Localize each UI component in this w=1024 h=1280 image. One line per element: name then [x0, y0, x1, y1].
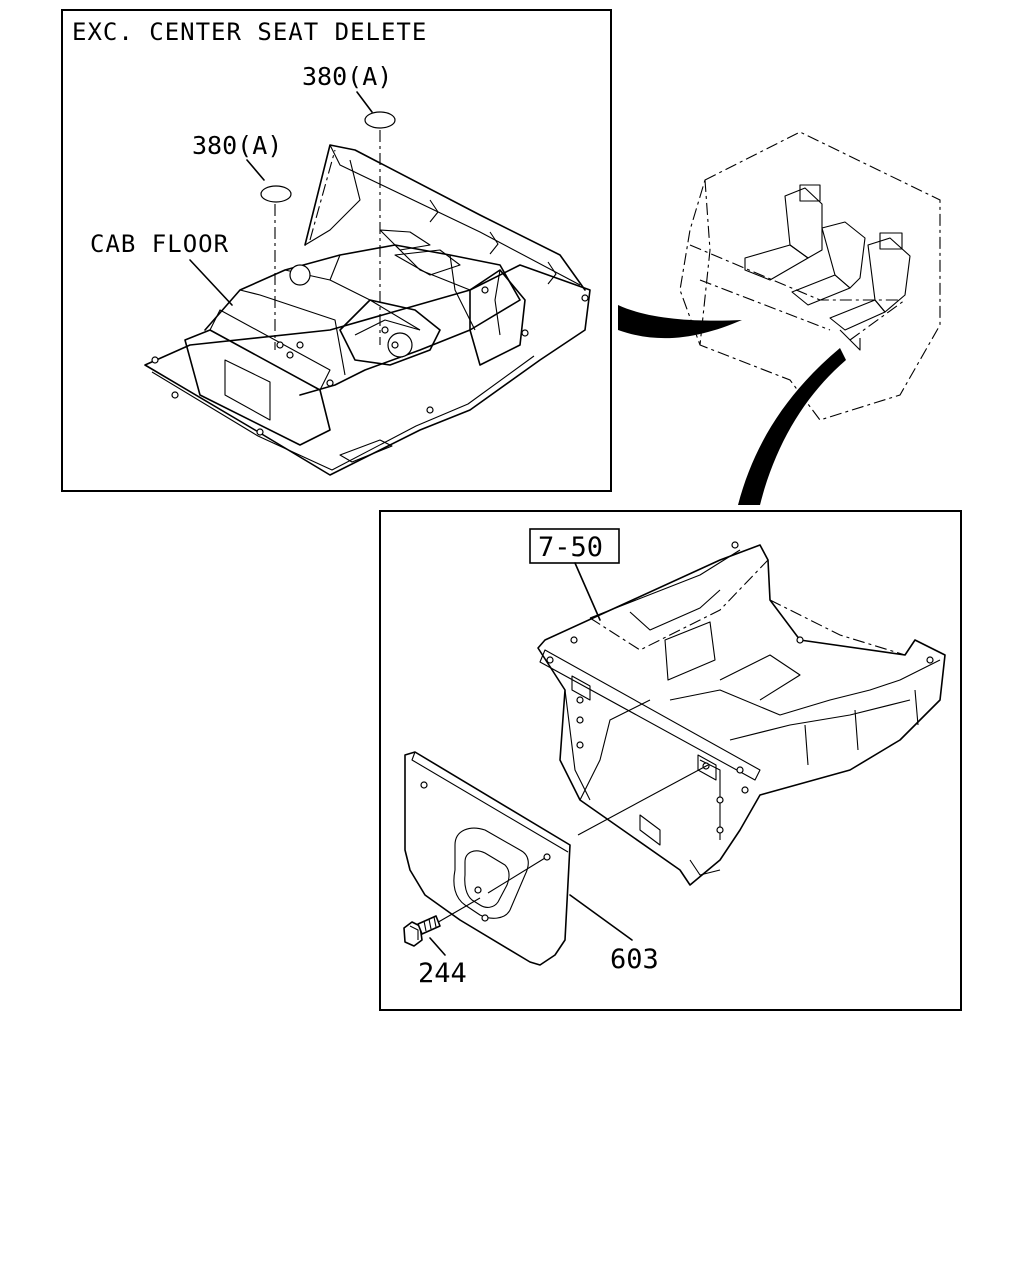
cab-context-view: [618, 131, 941, 505]
cab-floor-drawing: [144, 144, 591, 476]
part-label-244: 244: [418, 958, 467, 989]
bolt-244: [403, 915, 441, 947]
arrow-to-upper-panel: [618, 305, 742, 339]
plug-380a-right: [364, 111, 396, 129]
upper-panel: EXC. CENTER SEAT DELETE 380(A) 380(A) CA…: [61, 9, 612, 492]
lower-panel: 7-50 603 244: [379, 510, 962, 1011]
arrow-to-lower-panel: [738, 348, 846, 505]
upper-panel-frame: [61, 9, 612, 492]
upper-panel-title: EXC. CENTER SEAT DELETE: [72, 18, 427, 46]
part-label-603: 603: [610, 944, 659, 975]
lower-panel-frame: [379, 510, 962, 1011]
part-label-380a-left: 380(A): [192, 131, 282, 160]
cab-seats: [744, 184, 911, 351]
ref-label-7-50: 7-50: [538, 532, 603, 563]
bracket-plate-603: [404, 751, 571, 966]
cab-floor-label: CAB FLOOR: [90, 230, 229, 258]
plug-380a-left: [260, 185, 292, 203]
part-label-380a-right: 380(A): [302, 62, 392, 91]
floor-pan-drawing: [537, 541, 946, 886]
